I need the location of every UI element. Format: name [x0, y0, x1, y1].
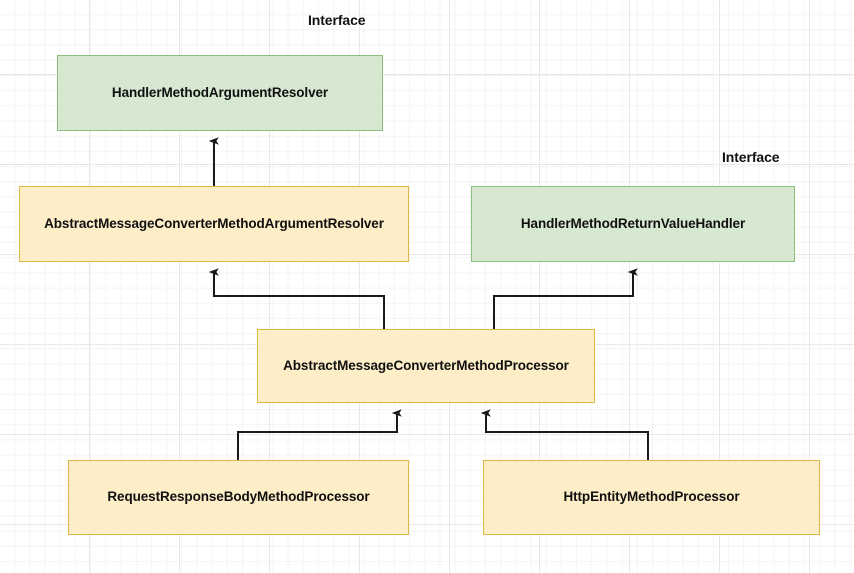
node-abstract-message-converter-method-processor[interactable]: AbstractMessageConverterMethodProcessor	[257, 329, 595, 403]
node-label: AbstractMessageConverterMethodArgumentRe…	[44, 215, 384, 231]
stereotype-label-interface-2: Interface	[722, 149, 780, 165]
edge-hemp-to-amcmp	[480, 409, 649, 460]
node-label: HandlerMethodArgumentResolver	[111, 84, 329, 100]
node-request-response-body-method-processor[interactable]: RequestResponseBodyMethodProcessor	[68, 460, 409, 535]
node-label: HttpEntityMethodProcessor	[563, 489, 740, 505]
edge-amcmp-to-amcmar	[208, 268, 385, 329]
edge-rrbmp-to-amcmp	[237, 409, 402, 460]
node-label: AbstractMessageConverterMethodProcessor	[283, 357, 569, 373]
node-label: HandlerMethodReturnValueHandler	[520, 215, 746, 231]
node-handler-method-argument-resolver[interactable]: HandlerMethodArgumentResolver	[57, 55, 383, 131]
node-abstract-message-converter-method-argument-resolver[interactable]: AbstractMessageConverterMethodArgumentRe…	[19, 186, 409, 262]
node-handler-method-return-value-handler[interactable]: HandlerMethodReturnValueHandler	[471, 186, 795, 262]
stereotype-label-interface-1: Interface	[308, 12, 366, 28]
edge-amcmp-to-hmrvh	[493, 268, 638, 329]
node-http-entity-method-processor[interactable]: HttpEntityMethodProcessor	[483, 460, 820, 535]
node-label: RequestResponseBodyMethodProcessor	[107, 489, 370, 505]
